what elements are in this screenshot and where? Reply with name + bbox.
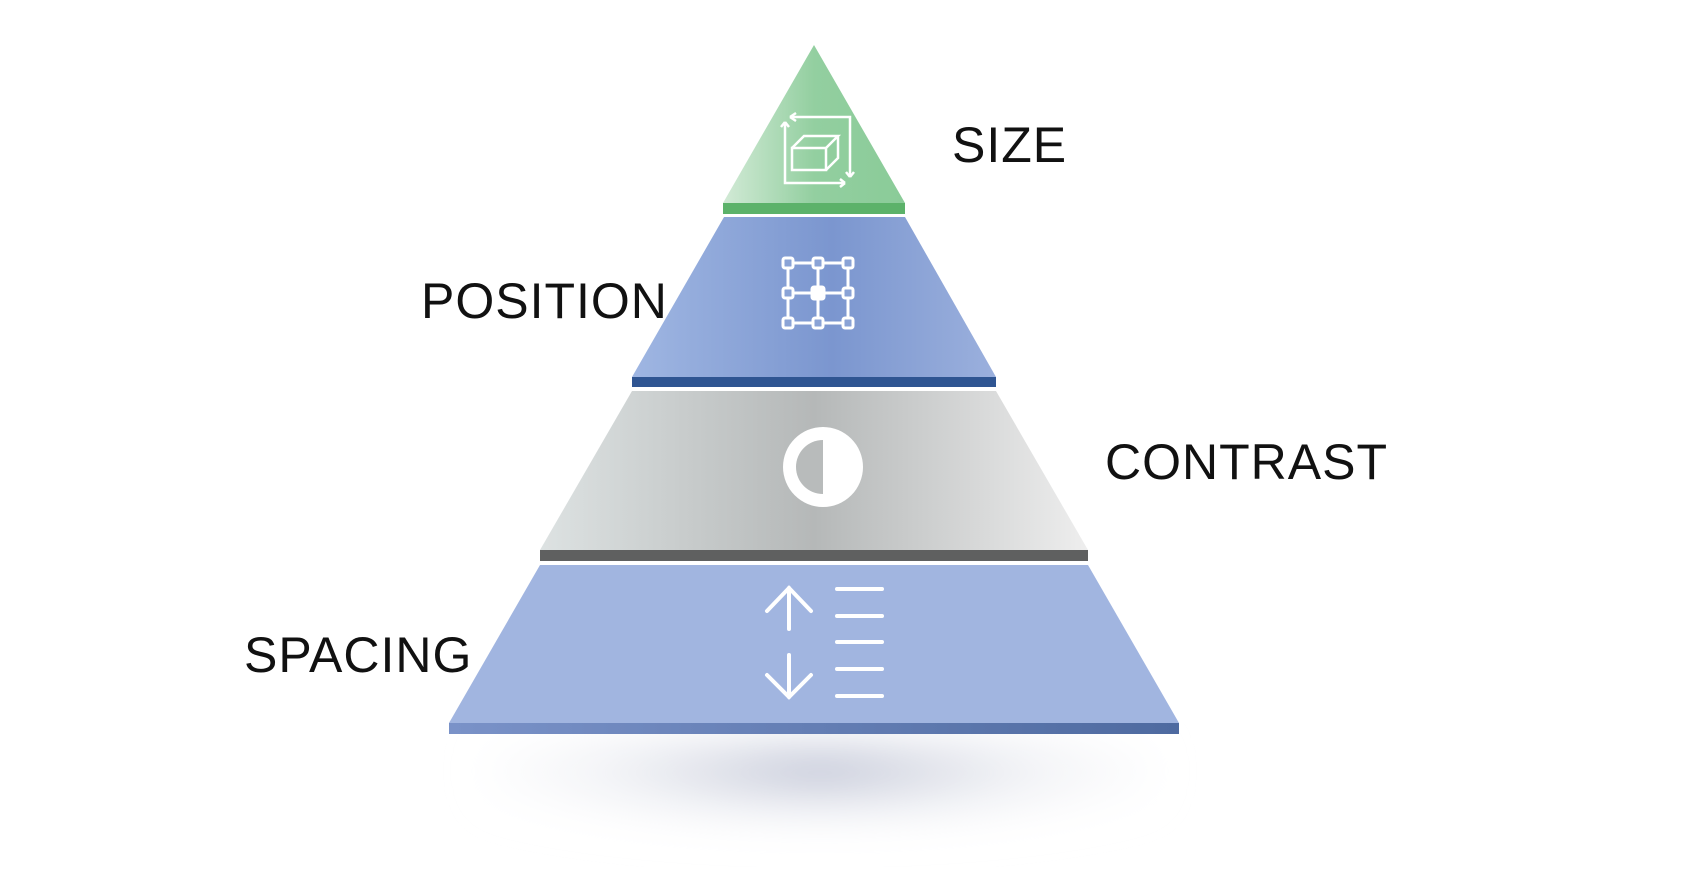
label-contrast: CONTRAST (1105, 434, 1388, 490)
level-spacing-band (449, 723, 1179, 734)
label-position: POSITION (421, 273, 668, 329)
label-spacing: SPACING (244, 627, 473, 683)
contrast-icon (783, 427, 863, 507)
spacing-icon (765, 585, 884, 700)
level-size-band (723, 203, 905, 214)
position-grid-icon (781, 256, 855, 330)
level-spacing-trapezoid (449, 565, 1179, 723)
level-contrast-band (540, 550, 1088, 561)
level-size-triangle (723, 45, 905, 203)
pyramid-shadow (480, 735, 1160, 855)
label-size: SIZE (952, 117, 1068, 173)
size-dimensions-icon (780, 111, 855, 188)
level-position-band (632, 377, 996, 387)
